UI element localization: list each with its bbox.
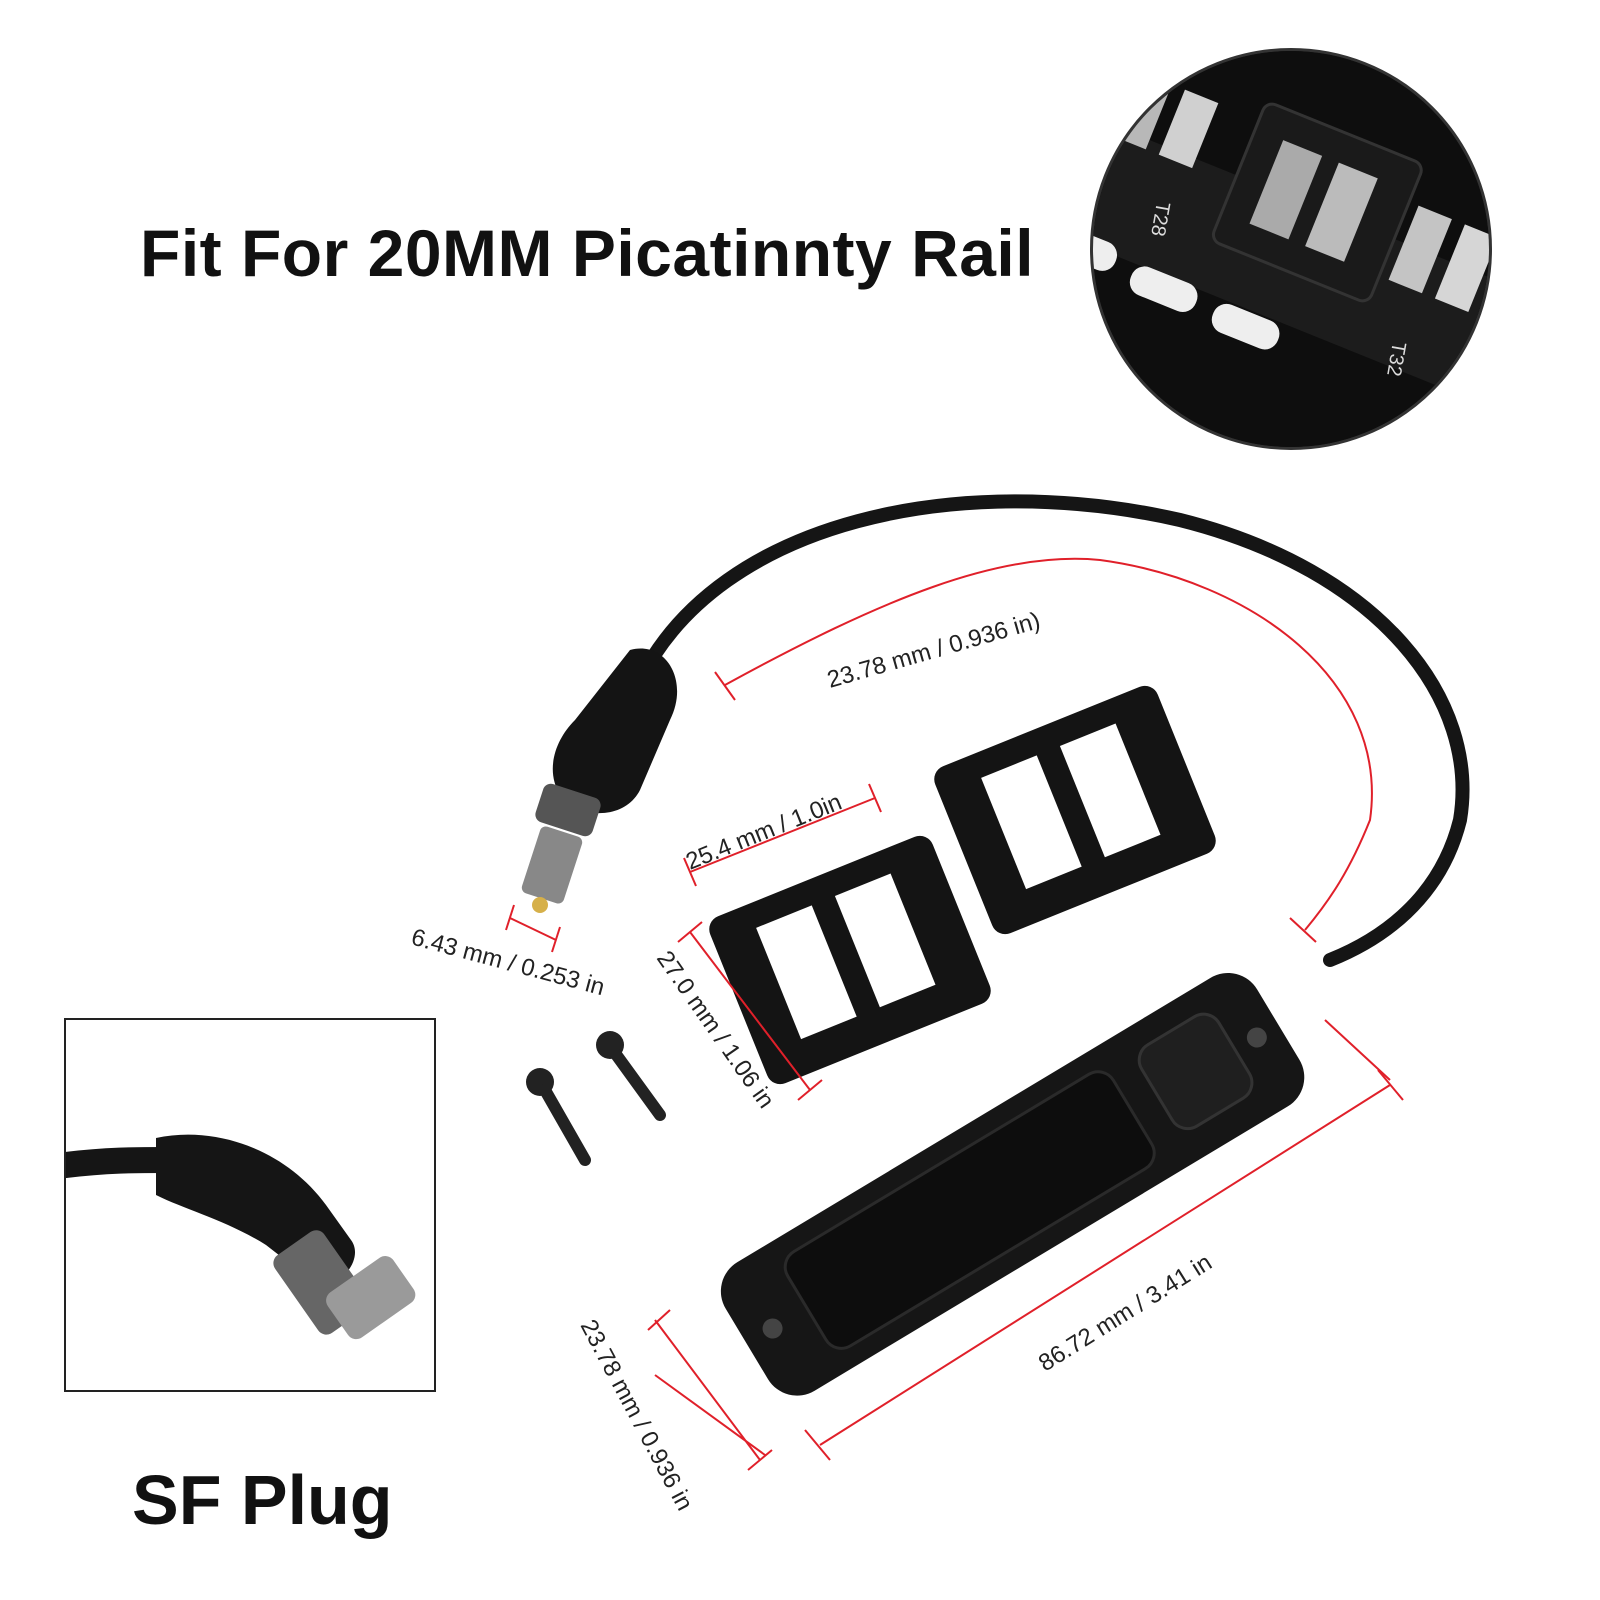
headline: Fit For 20MM Picatinnty Rail [140, 216, 1035, 290]
dimension-lines [505, 557, 1404, 1471]
rail-closeup-illustration: T28 T32 [1093, 51, 1489, 447]
dimension-switch-length: 86.72 mm / 3.41 in [1034, 1249, 1217, 1377]
rail-mount-2 [934, 685, 1216, 935]
screw-2 [596, 1031, 666, 1121]
screw-1 [526, 1068, 591, 1166]
cable [633, 494, 1470, 967]
pressure-switch [720, 972, 1305, 1396]
rail-mount-1 [709, 835, 991, 1085]
sf-plug-closeup [66, 1020, 434, 1390]
dimension-plug-diameter: 6.43 mm / 0.253 in [408, 924, 607, 1002]
rail-closeup-circle: T28 T32 [1090, 48, 1492, 450]
sf-plug [521, 648, 678, 913]
sf-plug-inset [64, 1018, 436, 1392]
dimension-mount-length: 27.0 mm / 1.06 in [651, 946, 779, 1113]
dimension-mount-width: 25.4 mm / 1.0in [682, 789, 845, 876]
sf-plug-caption: SF Plug [132, 1461, 393, 1539]
dimension-switch-width: 23.78 mm / 0.936 in [575, 1315, 698, 1515]
dimension-cable-length: 23.78 mm / 0.936 in) [824, 607, 1043, 694]
